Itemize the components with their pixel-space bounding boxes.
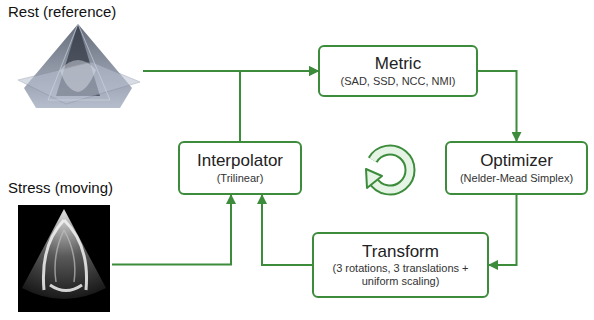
- process-box: Interpolator(Trilinear): [178, 141, 302, 195]
- process-box: Metric(SAD, SSD, NCC, NMI): [318, 45, 478, 97]
- flow-arrow: [240, 71, 318, 141]
- image-node: Stress (moving): [8, 180, 112, 314]
- rest-ultrasound-volume: [18, 24, 140, 108]
- box-subtitle: (3 rotations, 3 translations + uniform s…: [322, 262, 479, 288]
- image-node: Rest (reference): [8, 4, 143, 112]
- process-box: Optimizer(Nelder-Mead Simplex): [445, 141, 588, 195]
- box-subtitle: (Nelder-Mead Simplex): [460, 172, 573, 185]
- cycle-arrow: [366, 150, 410, 190]
- box-title: Transform: [362, 242, 439, 262]
- image-label: Rest (reference): [8, 4, 143, 21]
- stress-ultrasound-image: [18, 205, 110, 312]
- box-title: Interpolator: [197, 151, 283, 171]
- box-title: Metric: [375, 54, 421, 74]
- flow-arrow: [478, 71, 517, 141]
- flow-arrow: [489, 195, 517, 265]
- flow-arrow: [112, 195, 231, 264]
- flow-arrow: [262, 195, 312, 265]
- box-title: Optimizer: [480, 151, 553, 171]
- box-subtitle: (SAD, SSD, NCC, NMI): [341, 75, 456, 88]
- process-box: Transform(3 rotations, 3 translations + …: [312, 232, 489, 298]
- image-label: Stress (moving): [8, 180, 112, 197]
- box-subtitle: (Trilinear): [217, 172, 264, 185]
